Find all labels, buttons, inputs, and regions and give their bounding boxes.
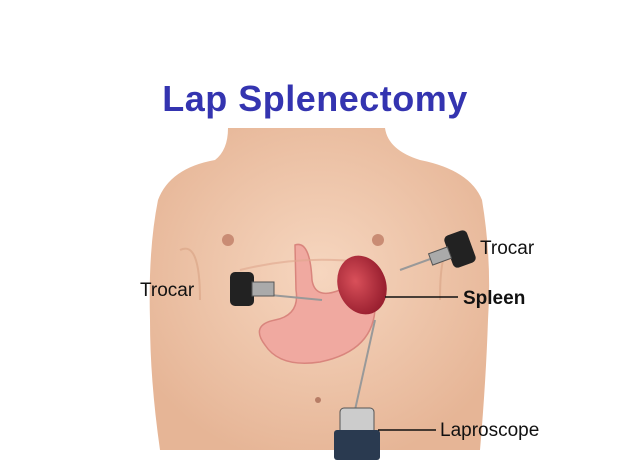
laparoscope: [334, 407, 380, 460]
right-trocar: [427, 230, 476, 268]
right-nipple: [372, 234, 384, 246]
torso: [149, 128, 490, 450]
stomach: [258, 243, 376, 364]
label-spleen: Spleen: [463, 288, 526, 309]
label-laparoscope: Laproscope: [440, 420, 540, 441]
left-trocar: [230, 272, 275, 306]
diagram-title: Lap Splenectomy: [162, 78, 468, 119]
navel: [315, 397, 321, 403]
label-trocar-left: Trocar: [140, 280, 195, 301]
left-nipple: [222, 234, 234, 246]
spleen: [337, 255, 387, 315]
label-trocar-right: Trocar: [480, 238, 535, 259]
